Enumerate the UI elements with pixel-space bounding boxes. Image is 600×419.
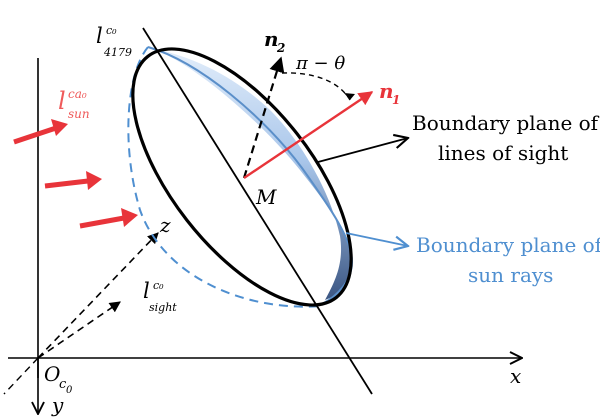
n1-red-vector [243, 91, 374, 179]
angle-arc-dashed [281, 72, 351, 101]
n2-label: n 2 [264, 27, 285, 55]
sun-plane-callout: Boundary plane of sun rays [416, 233, 600, 287]
boundary-ellipse [131, 47, 353, 307]
angle-label: π − θ [295, 53, 345, 74]
origin-label: O c 0 [44, 362, 73, 396]
los-plane-line1: Boundary plane of [412, 111, 600, 135]
sight-vector-dashed [37, 301, 121, 359]
sun-ray-2-head [86, 171, 102, 190]
n1-label: n 1 [379, 79, 400, 107]
n2-main: n [264, 27, 279, 51]
sun-vector-main: l [58, 87, 66, 115]
origin-sub: c [59, 377, 67, 392]
n2-dashed-vector [242, 56, 285, 179]
los-plane-callout: Boundary plane of lines of sight [412, 111, 600, 165]
x-axis-label: x [510, 364, 521, 388]
sun-vector-label: l ca₀ sun [58, 87, 90, 121]
z-axis-dashed [37, 232, 159, 359]
sun-plane-line2: sun rays [468, 263, 553, 287]
sight-vector-label: l c₀ sight [143, 279, 177, 314]
y-axis-label: y [51, 393, 64, 417]
sun-vector-sup: ca₀ [68, 87, 87, 101]
sight-vector-sup: c₀ [153, 279, 164, 292]
sun-ray-3 [79, 215, 125, 229]
angle-arc-arrowhead [344, 93, 355, 100]
axes [3, 58, 522, 414]
los-plane-line2: lines of sight [438, 141, 568, 165]
top-vector-label: l c₀ 4179 [96, 24, 132, 59]
los-callout-arrow [317, 138, 408, 163]
sun-ray-1 [13, 125, 57, 145]
sight-vector-sub: sight [149, 301, 177, 314]
normal-vectors [242, 56, 374, 179]
sun-rays-callout-arrow [345, 232, 408, 246]
sun-plane-line1: Boundary plane of [416, 233, 600, 257]
top-vector-main: l [96, 24, 103, 48]
origin-subsub: 0 [66, 385, 73, 396]
top-vector-sub: 4179 [103, 46, 132, 59]
z-axis-backward-dashed [3, 357, 39, 395]
n2-sub: 2 [276, 41, 285, 55]
sun-vector-sub: sun [68, 107, 90, 121]
top-vector-sup: c₀ [106, 24, 117, 37]
n1-sub: 1 [392, 93, 400, 107]
sun-ray-3-head [121, 208, 138, 227]
origin-main: O [44, 362, 60, 386]
sight-vector-main: l [143, 279, 150, 303]
sun-ray-2 [44, 178, 89, 189]
lines-of-sight-plane-edge [142, 27, 373, 395]
boundary-ellipse-group [127, 27, 373, 395]
center-point-label: M [255, 185, 277, 209]
z-axis-label: z [159, 213, 171, 237]
n1-main: n [379, 79, 394, 103]
sun-rays [13, 119, 138, 229]
shaded-band [148, 47, 353, 300]
sun-ray-1-head [51, 119, 68, 136]
